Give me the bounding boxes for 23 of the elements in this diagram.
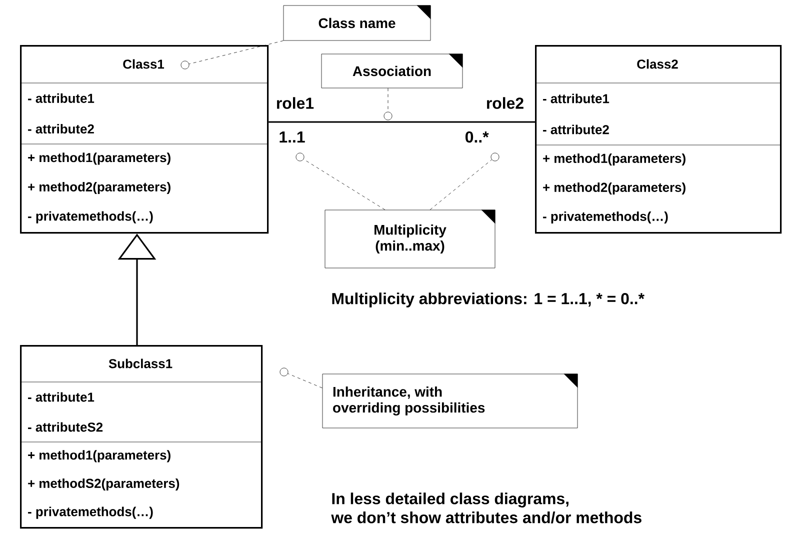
role-label: role2 bbox=[487, 97, 524, 109]
note-text: Multiplicity abbreviations: 1 = 1..1, * = 0..* bbox=[332, 292, 644, 308]
association-line bbox=[268, 121, 535, 123]
class-box: Subclass1 - attribute1 - attributeS2 + method1(parameters) + methodS2(parameters) - privatemethods(…) bbox=[20, 345, 263, 529]
leader-line bbox=[430, 159, 492, 210]
multiplicity-label: 1..1 bbox=[280, 132, 305, 142]
note-box: Association bbox=[321, 54, 463, 88]
note-box: Multiplicity (min..max) bbox=[324, 210, 496, 268]
anchor-circle bbox=[490, 152, 500, 162]
anchor-circle bbox=[180, 60, 190, 70]
anchor-circle bbox=[280, 368, 288, 376]
leader-line bbox=[303, 159, 386, 210]
role-label: role1 bbox=[277, 97, 314, 109]
note-box: Class name bbox=[283, 5, 431, 41]
anchor-circle bbox=[384, 112, 392, 120]
multiplicity-label: 0..* bbox=[466, 131, 489, 143]
anchor-circle bbox=[296, 152, 304, 162]
class-box: Class1 - attribute1 - attribute2 + method1(parameters) + method2(parameters) - privatemethods(…) bbox=[20, 45, 269, 234]
note-text: In less detailed class diagrams, we don’t show attributes and/or methods bbox=[331, 492, 642, 524]
leader-line bbox=[188, 40, 284, 64]
class-box: Class2 - attribute1 - attribute2 + method1(parameters) + method2(parameters) - privatemethods(…) bbox=[534, 45, 782, 234]
leader-line bbox=[288, 373, 322, 388]
note-box: Inheritance, with overriding possibilities bbox=[322, 374, 578, 428]
